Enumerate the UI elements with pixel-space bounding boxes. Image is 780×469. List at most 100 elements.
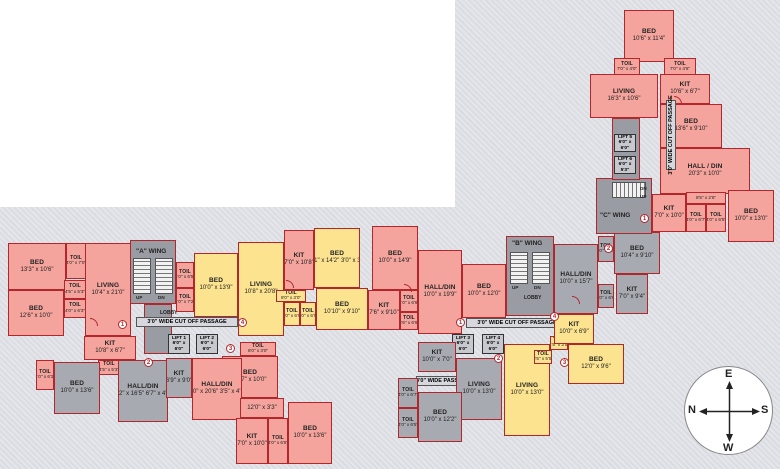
room-size: 4'0" x 6'6" (401, 300, 418, 306)
stair-down-label: DN (158, 295, 165, 300)
room-name: TOIL (600, 289, 612, 296)
wing-label-a: "A" WING (136, 248, 167, 255)
room-size: 10'0" x 13'9" (199, 285, 233, 292)
room-name: TOIL (402, 416, 414, 423)
room-size: 10'8" x 6'7" (95, 348, 125, 355)
room-toilet: TOIL3'6" x 6'6" (400, 312, 418, 330)
room-size: 16'3" x 10'6" (607, 96, 641, 103)
room-name: BED (334, 301, 350, 309)
flat-number: 1 (456, 318, 465, 327)
room-size: 13'3" x 10'6" (20, 266, 54, 273)
lift-name: LIFT 1 (171, 336, 187, 342)
room-name: BED (432, 409, 448, 417)
room-size: 7'0" x 10'0" (654, 213, 684, 220)
room-name: KIT (663, 205, 675, 213)
flat-number: 3 (226, 344, 235, 353)
room-toilet: TOIL3'5" x 5'5" (534, 350, 552, 364)
room-name: TOIL (403, 294, 415, 301)
room-name: TOIL (69, 283, 81, 290)
room-name: TOIL (272, 434, 284, 441)
room-name: KIT (104, 340, 116, 348)
room-name: TOIL (179, 268, 191, 275)
room-name: TOIL (710, 211, 722, 218)
compass-east-label: E (725, 368, 733, 380)
room-size: 10'4" x 9'10" (620, 253, 654, 260)
room-name: KIT (246, 433, 258, 441)
room-size: 10'0" x 15'7" (559, 279, 593, 286)
staircase-c (612, 182, 646, 198)
lift-size: 6'0" x 6'0" (200, 341, 214, 352)
room-size: 4'0" x 6'7" (398, 392, 418, 398)
lift-name: LIFT 2 (199, 336, 215, 342)
room-size: 10'0" x 12'2" (423, 417, 457, 424)
lift-name: LIFT 6 (617, 157, 633, 163)
room-size: 10'10" x 9'10" (323, 309, 361, 316)
flat-number: 3 (560, 358, 569, 367)
room-name: KIT (626, 286, 638, 294)
room-name: LIVING (96, 281, 120, 289)
lift-size: 6'0" x 6'0" (486, 341, 500, 352)
room-name: BED (302, 425, 318, 433)
room-name: TOIL (69, 302, 81, 309)
room-name: BED (629, 245, 645, 253)
room-size: 4'0" x 6'3" (37, 374, 54, 380)
room-size: 10'6" x 6'7" (670, 89, 700, 96)
cutoff-passage-a: 3'0" WIDE CUT OFF PASSAGE (136, 317, 238, 327)
lobby-label-a: LOBBY (160, 310, 178, 316)
room-passage-area: 12'0" x 3'3" (240, 398, 284, 418)
room-size: 4'0" x 6'3" (64, 307, 86, 313)
room-name: KIT (568, 321, 580, 329)
compass-north-label: N (688, 404, 696, 416)
blank-area (0, 0, 455, 207)
room-name: TOIL (286, 307, 298, 314)
wing-label-c: "C" WING (600, 212, 631, 219)
room-name: TOIL (402, 386, 414, 393)
room-name: TOIL (537, 350, 549, 357)
lift-size: 6'0" x 6'0" (172, 341, 186, 352)
north-arrow-compass: E N S W (684, 366, 773, 455)
flat-number: 1 (118, 320, 127, 329)
room-size: 10'0" x 19'9" (423, 292, 457, 299)
room-name: BED (28, 305, 44, 313)
room-size: 12'0" x 9'6" (581, 364, 611, 371)
room-name: KIT (293, 252, 305, 260)
room-name: TOIL (690, 211, 702, 218)
room-name: TOIL (252, 342, 264, 349)
room-size: 7'0" x 9'4" (618, 294, 646, 301)
flat-number: 2 (144, 358, 153, 367)
room-size: 8'0" x 3'0" (247, 348, 269, 354)
room-name: LIVING (612, 88, 636, 96)
flat-number: 4 (238, 318, 247, 327)
room-name: KIT (173, 370, 185, 378)
room-size: 8'5" x 2'6" (695, 194, 717, 200)
room-size: 4'0" x 6'5" (268, 440, 288, 446)
cutoff-passage-c: 3'0" WIDE CUT OFF PASSAGE (666, 95, 676, 175)
lift-size: 6'0" x 6'0" (456, 341, 470, 352)
room-size: 3'6" x 6'6" (401, 320, 418, 326)
lift-size: 6'0" x 5'3" (618, 162, 632, 173)
lift-name: LIFT 4 (485, 336, 501, 342)
room-size: 7'0" x 4'0" (616, 66, 638, 72)
